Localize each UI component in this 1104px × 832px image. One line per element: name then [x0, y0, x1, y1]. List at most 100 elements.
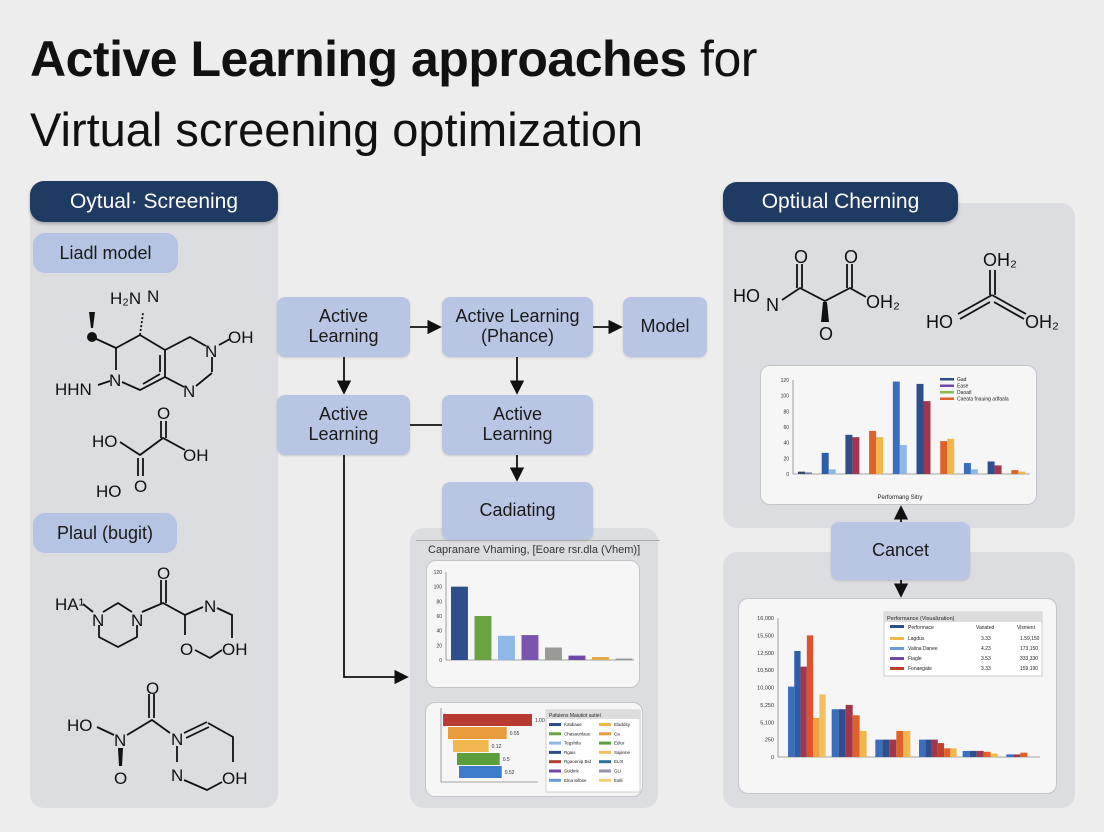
flow-arrows	[336, 319, 909, 685]
table-swatch	[890, 637, 904, 640]
bar	[1018, 471, 1026, 474]
legend-label: Eladdsy	[614, 722, 631, 727]
atom-label: N	[171, 730, 183, 749]
legend-label: Ease	[957, 384, 969, 390]
bar	[944, 748, 951, 757]
legend-label: EL0I	[614, 759, 623, 764]
y-tick-label: 15,500	[757, 633, 774, 639]
table-header: Performace	[908, 625, 934, 631]
y-tick-label: 60	[783, 425, 789, 431]
atom-label: O	[819, 324, 833, 344]
atom-label: OH₂	[1025, 312, 1059, 332]
y-tick-label: 5,250	[760, 703, 774, 709]
legend-swatch	[549, 741, 561, 745]
legend-swatch	[940, 391, 954, 394]
atom-label: O	[134, 477, 147, 496]
bar	[1013, 754, 1021, 757]
atom-label: O	[844, 247, 858, 267]
atom-label: N	[92, 611, 104, 630]
flow-cancet: Cancet	[831, 522, 970, 580]
table-cell: 3.33	[981, 666, 991, 672]
page-subtitle: Virtual screening optimization	[30, 103, 644, 156]
bar	[931, 739, 938, 757]
y-tick-label: 120	[434, 570, 443, 576]
legend-swatch	[599, 741, 611, 745]
atom-label: O	[146, 679, 159, 698]
bar	[969, 750, 977, 757]
legend-label: Ealli	[614, 778, 623, 783]
bar	[615, 658, 633, 660]
atom-label: OH	[183, 446, 209, 465]
legend-label: Chasaunlaue	[564, 731, 591, 736]
legend-swatch	[599, 778, 611, 782]
legend-label: GLI	[614, 769, 621, 774]
atom-label: N	[147, 287, 159, 306]
legend-label: Suldink	[564, 769, 580, 774]
y-tick-label: 10,000	[757, 686, 774, 692]
atom-label: O	[794, 247, 808, 267]
atom-label: OH₂	[866, 292, 900, 312]
y-tick-label: 80	[436, 599, 442, 605]
bar	[976, 750, 984, 757]
y-tick-label: 0	[771, 755, 774, 761]
legend-label: Rgais	[564, 750, 576, 755]
bar	[950, 748, 957, 757]
y-tick-label: 16,000	[757, 616, 774, 622]
legend-swatch	[549, 760, 561, 764]
legend-swatch	[549, 769, 561, 773]
title-rest: for	[686, 31, 757, 87]
table-cell: 3.53	[981, 656, 991, 662]
bar	[919, 739, 926, 757]
table-title: Performance (Visualization)	[887, 616, 955, 622]
bar	[521, 635, 539, 660]
atom-label: OH₂	[983, 250, 1017, 270]
bar	[882, 739, 890, 757]
table-box	[883, 611, 1043, 677]
molecule-4: O HO N O N N OH	[67, 679, 248, 791]
legend-label: Sajiinne	[614, 750, 631, 755]
y-tick-label: 20	[783, 456, 789, 462]
bar	[845, 434, 853, 474]
table-swatch	[890, 647, 904, 650]
legend-swatch	[599, 723, 611, 726]
legend-label: Ca	[614, 731, 620, 736]
bar	[940, 441, 948, 474]
bar	[983, 751, 991, 757]
bar	[994, 465, 1002, 474]
atom-label: OH	[222, 640, 248, 659]
right-panel-header: Optiual Cherning	[723, 182, 958, 222]
legend-swatch	[940, 384, 954, 387]
bar	[1006, 754, 1014, 757]
chart-a-card	[426, 560, 640, 688]
y-tick-label: 0	[439, 658, 442, 664]
page-title: Active Learning approaches for	[30, 30, 757, 88]
bar	[451, 586, 468, 660]
atom-label: O	[157, 404, 170, 423]
table-swatch	[890, 625, 904, 628]
bar	[545, 647, 562, 660]
atom-label: O	[180, 640, 193, 659]
atom-label: HO	[67, 716, 93, 735]
atom-label: HO	[96, 482, 122, 501]
molecule-2: O HO OH HO O	[92, 404, 209, 501]
data-label: 0.52	[505, 770, 515, 776]
bar	[990, 753, 998, 757]
bar	[498, 635, 515, 660]
table-cell: 159,190	[1020, 666, 1038, 672]
atom-label: HA¹	[55, 595, 85, 614]
legend-label: Katdiaue	[564, 722, 582, 727]
data-label: 1.00	[535, 718, 545, 724]
table-cell: 4.23	[981, 646, 991, 652]
legend-title: Pafuiens Maiutiot autiel	[549, 713, 601, 719]
atom-label: N	[131, 611, 143, 630]
chart-a-title: Capranare Vhaming, [Eoare rsr.dla (Vhem)…	[428, 544, 641, 556]
table-cell: Fiagle	[908, 656, 922, 662]
data-label: 0.5	[503, 757, 510, 763]
bar	[474, 616, 492, 660]
legend-swatch	[940, 397, 954, 400]
legend-header	[546, 710, 640, 719]
bar	[459, 766, 502, 778]
plaul-pill: Plaul (bugit)	[33, 513, 177, 553]
